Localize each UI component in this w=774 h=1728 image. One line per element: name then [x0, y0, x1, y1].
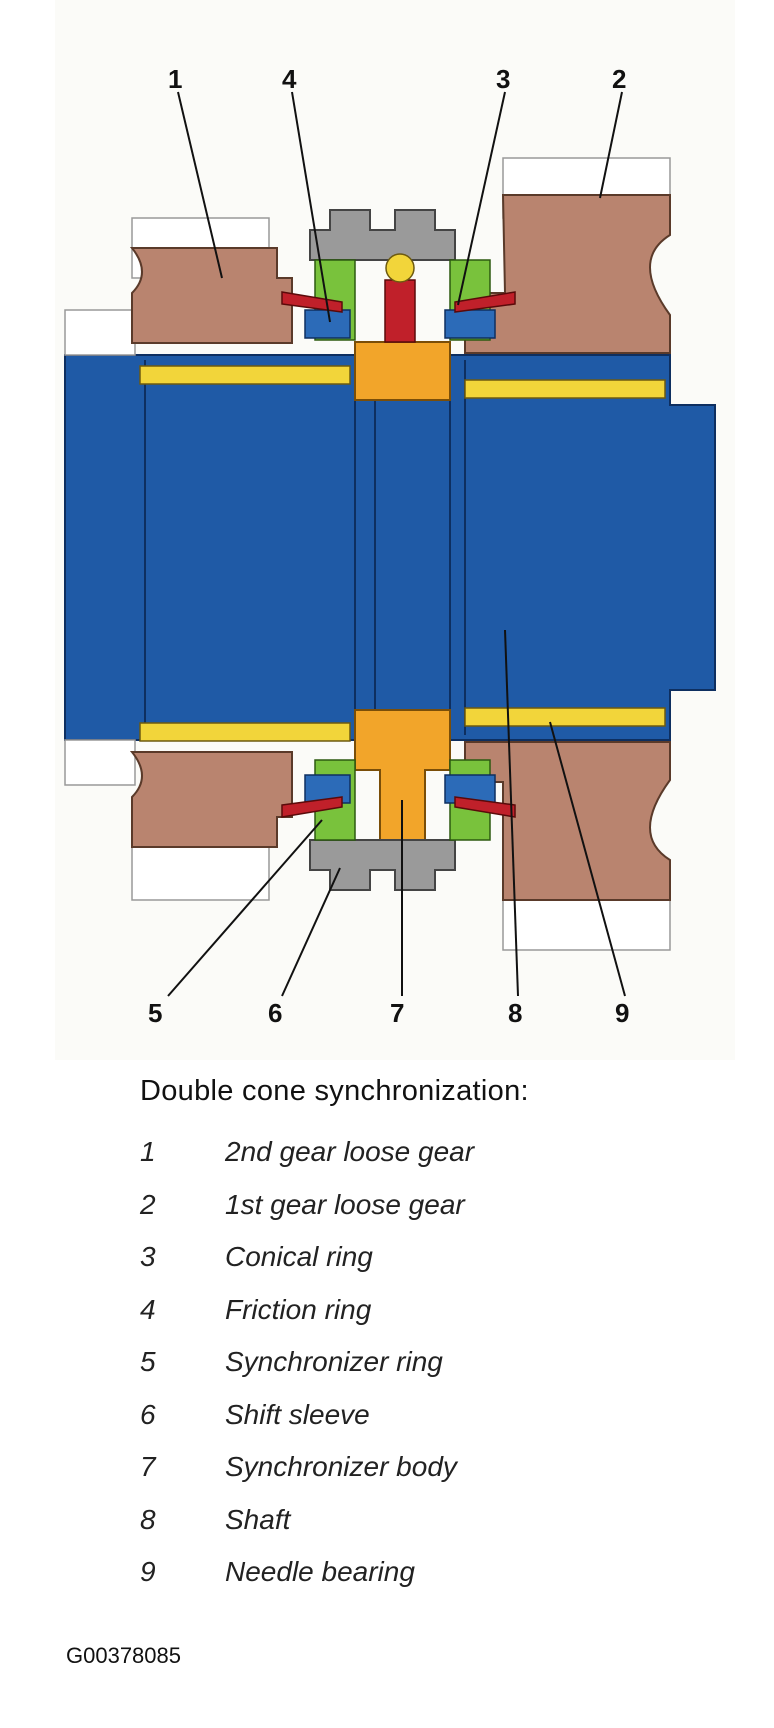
detent-ball	[385, 253, 415, 283]
callout-5: 5	[148, 998, 162, 1028]
legend-title: Double cone synchronization:	[140, 1075, 529, 1107]
legend-number: 7	[140, 1451, 156, 1483]
callout-9: 9	[615, 998, 629, 1028]
leader-line-2	[599, 91, 623, 199]
legend-item: 9 Needle bearing	[140, 1546, 660, 1599]
legend-item: 4 Friction ring	[140, 1284, 660, 1337]
leader-line-5	[167, 819, 323, 997]
legend-number: 3	[140, 1241, 156, 1273]
gear-outline-left-bottom	[131, 839, 270, 901]
first-gear-loose-gear-top	[464, 194, 671, 354]
legend-item: 7 Synchronizer body	[140, 1441, 660, 1494]
needle-bearing	[464, 379, 666, 399]
leader-line-8	[504, 629, 519, 997]
legend-number: 9	[140, 1556, 156, 1588]
legend-label: Shaft	[225, 1503, 291, 1535]
second-gear-loose-gear-top	[129, 247, 293, 344]
shaft-end-left-bottom	[64, 739, 136, 786]
legend-label: Needle bearing	[225, 1556, 415, 1588]
legend-number: 8	[140, 1503, 156, 1535]
synchronizer-cross-section: 1 4 3 2 5 6 7 8 9	[64, 64, 716, 1028]
legend-label: Synchronizer ring	[225, 1346, 443, 1378]
leader-line-6	[281, 867, 341, 997]
legend-item: 6 Shift sleeve	[140, 1389, 660, 1442]
legend-label: Friction ring	[225, 1293, 372, 1325]
callout-4: 4	[282, 64, 297, 94]
shaft-end-left-top	[64, 309, 136, 356]
legend-label: Shift sleeve	[225, 1398, 370, 1430]
shift-sleeve-top	[309, 209, 456, 261]
legend-number: 6	[140, 1398, 156, 1430]
legend-number: 2	[140, 1188, 156, 1220]
callout-7: 7	[390, 998, 404, 1028]
legend-item: 5 Synchronizer ring	[140, 1336, 660, 1389]
leader-line-9	[549, 721, 626, 997]
figure-id: G00378085	[66, 1643, 181, 1668]
callout-1: 1	[168, 64, 182, 94]
callout-6: 6	[268, 998, 282, 1028]
legend-label: 2nd gear loose gear	[225, 1136, 475, 1168]
first-gear-loose-gear-bottom	[464, 741, 671, 901]
legend-item: 3 Conical ring	[140, 1231, 660, 1284]
leader-line-1	[177, 91, 223, 279]
synchronizer-body-top	[354, 341, 451, 401]
callout-3: 3	[496, 64, 510, 94]
needle-bearing	[139, 365, 351, 385]
shaft	[64, 354, 716, 741]
legend-label: Conical ring	[225, 1241, 373, 1273]
callout-8: 8	[508, 998, 522, 1028]
legend-item: 1 2nd gear loose gear	[140, 1126, 660, 1179]
friction-ring	[454, 796, 516, 818]
conical-ring	[304, 309, 351, 339]
leader-line-3	[457, 91, 506, 306]
legend-number: 5	[140, 1346, 156, 1378]
legend-label: 1st gear loose gear	[225, 1188, 465, 1220]
legend: Double cone synchronization: 1 2nd gear …	[140, 1075, 660, 1599]
legend-item: 2 1st gear loose gear	[140, 1179, 660, 1232]
legend-number: 1	[140, 1136, 156, 1168]
callout-2: 2	[612, 64, 626, 94]
second-gear-loose-gear-bottom	[129, 751, 293, 848]
needle-bearing	[464, 707, 666, 727]
legend-number: 4	[140, 1293, 156, 1325]
friction-ring	[281, 796, 343, 818]
friction-ring	[454, 291, 516, 313]
detent-spring	[384, 279, 416, 343]
needle-bearing	[139, 722, 351, 742]
leader-line-4	[291, 91, 331, 323]
shift-sleeve-bottom	[309, 839, 456, 891]
legend-item: 8 Shaft	[140, 1494, 660, 1547]
conical-ring	[444, 309, 496, 339]
legend-label: Synchronizer body	[225, 1451, 457, 1483]
